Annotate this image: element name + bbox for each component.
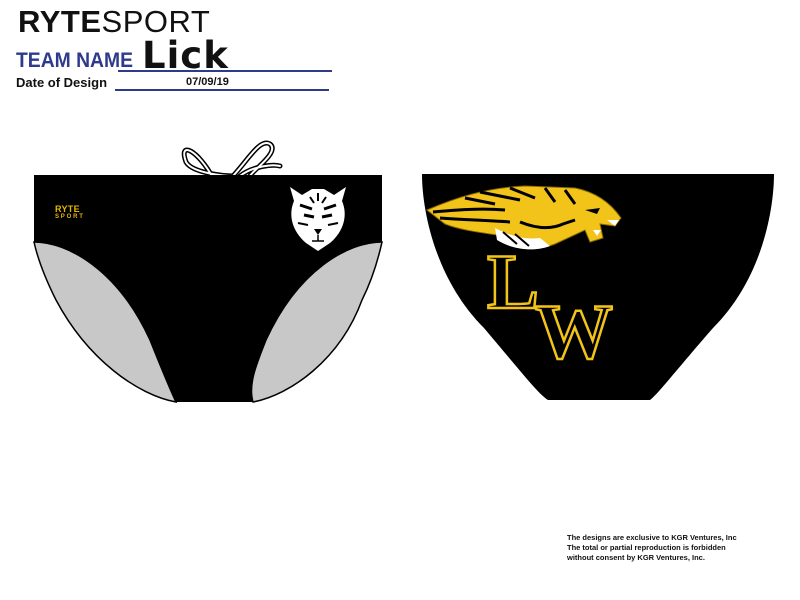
- date-of-design-value: 07/09/19: [186, 76, 229, 88]
- front-suit-body: [34, 175, 382, 402]
- monogram-letter-w: W: [535, 288, 613, 368]
- lw-monogram: L W: [487, 238, 614, 368]
- disclaimer-line: The total or partial reproduction is for…: [567, 543, 726, 552]
- right-leg-lining: [250, 241, 383, 403]
- left-leg-lining: [33, 241, 178, 404]
- team-name-value: Lick: [142, 34, 229, 77]
- yellow-tiger-head-icon: [426, 185, 622, 250]
- front-swimsuit: [33, 140, 383, 404]
- front-logo-line1: RYTE: [55, 204, 80, 214]
- brand-logo-bold: RYTE: [18, 4, 102, 39]
- date-underline: [115, 89, 329, 91]
- team-name-label: TEAM NAME: [16, 49, 133, 72]
- team-name-underline: [118, 70, 332, 72]
- brand-logo-light: SPORT: [101, 4, 211, 39]
- date-of-design-label: Date of Design: [16, 75, 108, 90]
- front-ryte-sport-logo: RYTE SPORT: [55, 204, 85, 221]
- disclaimer-line: The designs are exclusive to KGR Venture…: [567, 533, 737, 542]
- monogram-letter-l: L: [487, 238, 539, 325]
- front-logo-line2: SPORT: [55, 214, 85, 220]
- disclaimer-line: without consent by KGR Ventures, Inc.: [567, 553, 705, 562]
- brand-logo: RYTESPORT: [18, 4, 210, 40]
- copyright-disclaimer: The designs are exclusive to KGR Venture…: [567, 533, 737, 563]
- white-tiger-face-icon: [290, 187, 346, 251]
